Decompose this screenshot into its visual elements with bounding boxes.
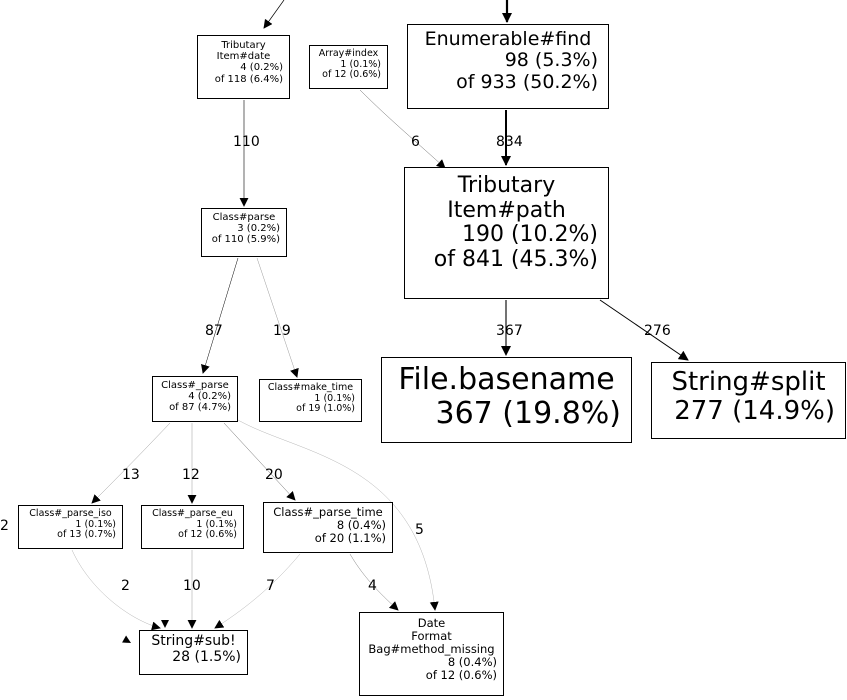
- node-label-line: String#sub!: [151, 633, 236, 649]
- node-label-line: 1 (0.1%): [340, 58, 381, 70]
- edge-label: 367: [496, 323, 523, 339]
- node-label-line: Class#_parse_eu: [152, 508, 233, 519]
- edge-label: 110: [233, 134, 260, 150]
- edge-class-parse-iso-to-string-sub: [71, 549, 161, 631]
- node-label-line: Class#_parse_time: [273, 505, 383, 519]
- node-label-line: Date: [417, 616, 446, 630]
- node-label-line: of 12 (0.6%): [322, 69, 381, 81]
- edge-label: 20: [265, 467, 283, 483]
- node-label-line: 4 (0.2%): [188, 391, 231, 403]
- node-label-line: 8 (0.4%): [336, 517, 386, 532]
- node-label-line: Format: [411, 628, 452, 643]
- node-label-line: Enumerable#find: [424, 28, 592, 50]
- edge-label: 87: [205, 323, 223, 339]
- edge-label: 12: [182, 467, 200, 483]
- node-label-line: Class#parse: [212, 212, 276, 223]
- edge-label: 276: [644, 323, 671, 339]
- arrowhead: [122, 635, 131, 643]
- edge-label: 2: [121, 578, 130, 594]
- node-label-line: 28 (1.5%): [172, 648, 241, 665]
- edge-class-underscore-parse-to-class-parse-time: [223, 422, 296, 501]
- edge-tributary-item-path-to-string-split: [599, 299, 689, 361]
- node-string-sub[interactable]: String#sub!28 (1.5%): [139, 630, 248, 675]
- node-label-line: 1 (0.1%): [196, 518, 237, 530]
- node-label-line: Array#index: [318, 48, 379, 59]
- node-label-line: of 12 (0.6%): [178, 529, 237, 541]
- arrowhead: [161, 620, 169, 628]
- node-label-line: Item#date: [216, 51, 271, 63]
- edge-label: 10: [183, 578, 201, 594]
- edge-array-index-to-tributary-item-path: [359, 89, 446, 169]
- node-label-line: Class#make_time: [267, 382, 354, 393]
- edge-class-parse-to-class-underscore-parse: [201, 257, 239, 374]
- edge-class-parse-time-to-date-format-bag: [349, 553, 399, 611]
- edge-label: 6: [411, 134, 420, 150]
- node-label-line: 367 (19.8%): [435, 395, 621, 431]
- edge-label: 2: [0, 518, 9, 534]
- node-label-line: 1 (0.1%): [75, 518, 116, 530]
- node-label-line: Item#path: [447, 197, 566, 223]
- node-label-line: 98 (5.3%): [504, 49, 598, 72]
- node-label-line: Tributary: [457, 173, 556, 198]
- edge-label: 13: [122, 467, 140, 483]
- edge-class-underscore-parse-to-class-parse-iso: [91, 422, 171, 504]
- node-label-line: of 118 (6.4%): [214, 73, 283, 85]
- node-label-line: of 19 (1.0%): [296, 403, 355, 415]
- edge-label: 7: [266, 578, 275, 594]
- node-label-line: String#split: [671, 367, 826, 397]
- node-label-line: of 933 (50.2%): [456, 70, 598, 93]
- node-label-line: 3 (0.2%): [237, 223, 280, 235]
- node-label-line: Class#_parse: [161, 380, 229, 391]
- edge-offscreen-to-tributary-item-date: [263, 0, 285, 29]
- node-label-line: Tributary: [221, 40, 266, 51]
- node-label-line: File.basename: [398, 362, 615, 397]
- node-label-line: 4 (0.2%): [240, 62, 283, 74]
- node-label-line: Bag#method_missing: [368, 641, 495, 656]
- edge-label: 834: [496, 134, 523, 150]
- edge-label: 19: [273, 323, 291, 339]
- edge-label: 5: [415, 522, 424, 538]
- node-label-line: of 12 (0.6%): [425, 667, 497, 682]
- node-label-line: of 13 (0.7%): [57, 529, 116, 541]
- node-label-line: of 20 (1.1%): [314, 530, 386, 545]
- node-label-line: of 87 (4.7%): [169, 402, 231, 414]
- node-label-line: 8 (0.4%): [447, 654, 497, 669]
- node-label-line: of 110 (5.9%): [211, 234, 280, 246]
- node-label-line: 277 (14.9%): [674, 396, 835, 427]
- node-label-line: Class#_parse_iso: [29, 508, 112, 519]
- edge-class-parse-to-class-make-time: [256, 257, 299, 378]
- node-label-line: 190 (10.2%): [461, 222, 598, 248]
- edge-label: 4: [368, 578, 377, 594]
- node-label-line: 1 (0.1%): [314, 392, 355, 404]
- edge-class-parse-time-to-string-sub: [214, 553, 301, 629]
- node-label-line: of 841 (45.3%): [433, 246, 598, 272]
